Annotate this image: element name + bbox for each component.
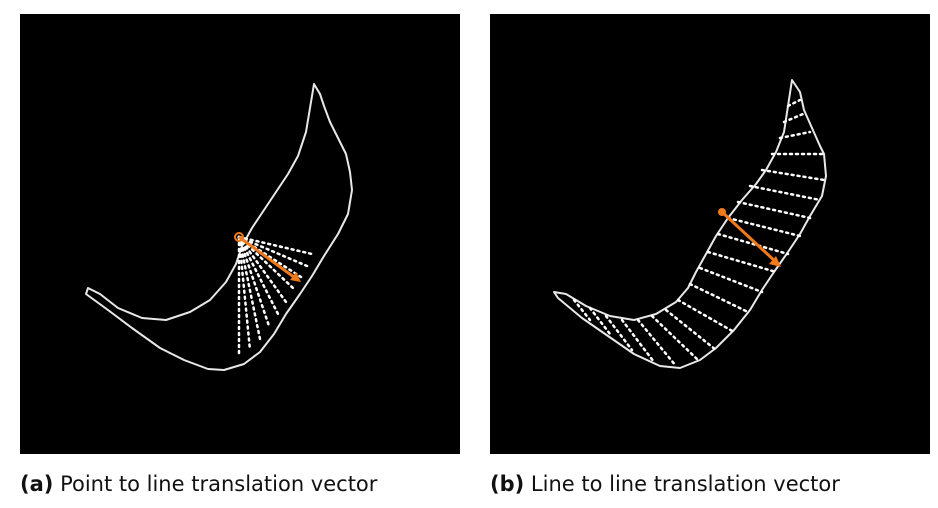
caption-b: (b) Line to line translation vector <box>490 472 840 496</box>
panel-b-line-to-line <box>490 14 930 454</box>
panel-b-diagram <box>553 79 827 369</box>
source-point <box>234 232 244 242</box>
translation-vector <box>720 210 779 265</box>
translation-vector <box>238 235 299 282</box>
caption-b-title: Line to line translation vector <box>530 472 840 496</box>
caption-b-label: (b) <box>490 472 525 496</box>
source-point <box>718 208 726 216</box>
vector-arrowhead <box>290 272 301 282</box>
panel-a-diagram <box>85 83 353 371</box>
crescent-contour <box>85 83 353 371</box>
panel-a-point-to-line <box>20 14 460 454</box>
vector-arrowhead <box>769 256 781 267</box>
caption-a-title: Point to line translation vector <box>60 472 378 496</box>
crescent-contour <box>553 79 827 369</box>
dotted-point-to-line-segments <box>237 235 314 356</box>
caption-a-label: (a) <box>20 472 54 496</box>
caption-a: (a) Point to line translation vector <box>20 472 377 496</box>
dotted-line-to-line-segments <box>572 98 826 368</box>
